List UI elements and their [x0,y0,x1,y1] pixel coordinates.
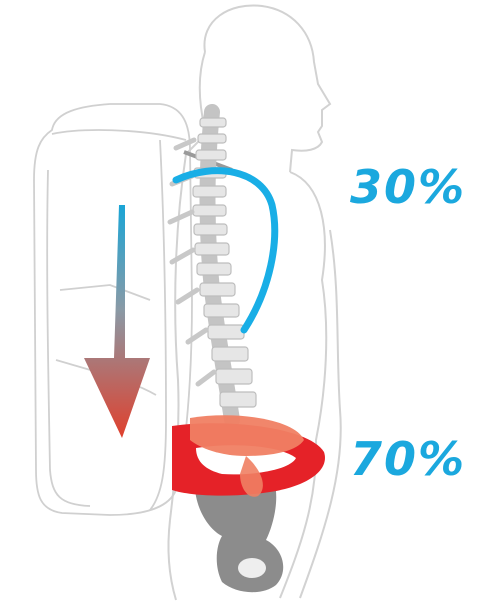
backpack-outline [34,104,192,515]
backpack-lid [52,130,186,140]
hip-load-percentage: 70% [350,436,466,482]
backpack-side-seam [150,140,166,510]
backpack-shell [34,104,192,515]
shoulder-load-percentage: 30% [350,164,466,210]
load-direction-arrow [84,205,150,438]
back-lower [168,520,176,600]
backpack-front-panel [47,170,90,506]
backpack-pocket [60,285,150,300]
front-torso [280,172,326,598]
head-outline [204,5,330,172]
spine [170,112,256,420]
hip-belt [172,415,325,497]
